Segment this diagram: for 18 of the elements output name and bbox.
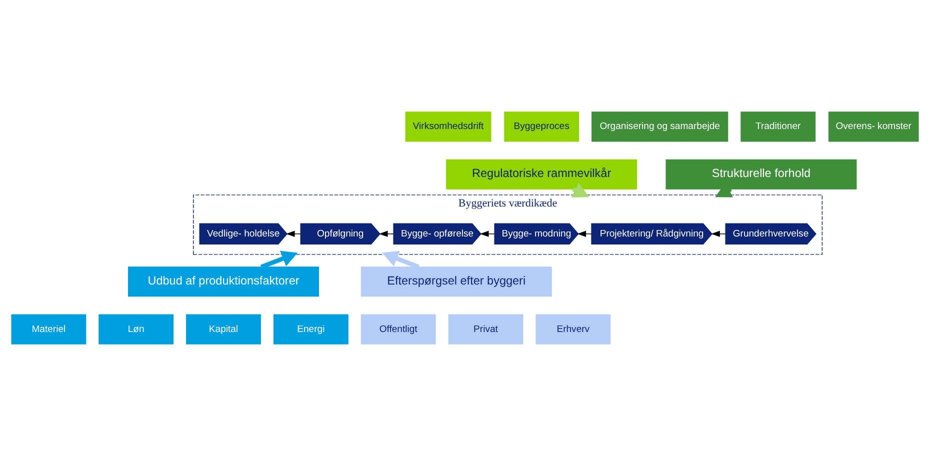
node-box: Udbud af produktionsfaktorer <box>128 266 319 296</box>
arrow <box>382 250 420 268</box>
node-box: Energi <box>273 314 348 344</box>
node-box: Virksomhedsdrift <box>405 111 492 142</box>
node-box: Strukturelle forhold <box>666 158 857 189</box>
node-box: Efterspørgsel efter byggeri <box>360 266 552 296</box>
node-box: Overens- komster <box>828 111 919 142</box>
node-box: Offentligt <box>360 314 436 344</box>
node-box: Privat <box>448 314 524 344</box>
node-box: Organisering og samarbejde <box>592 111 728 142</box>
node-box: Byggeproces <box>504 111 580 142</box>
node-box: Materiel <box>11 314 86 344</box>
node-box: Erhverv <box>536 314 611 344</box>
node-box: Traditioner <box>740 111 816 142</box>
node-box: Kapital <box>186 314 261 344</box>
node-box: Regulatoriske rammevilkår <box>446 158 638 189</box>
node-box: Løn <box>98 314 174 344</box>
arrow <box>260 250 298 268</box>
